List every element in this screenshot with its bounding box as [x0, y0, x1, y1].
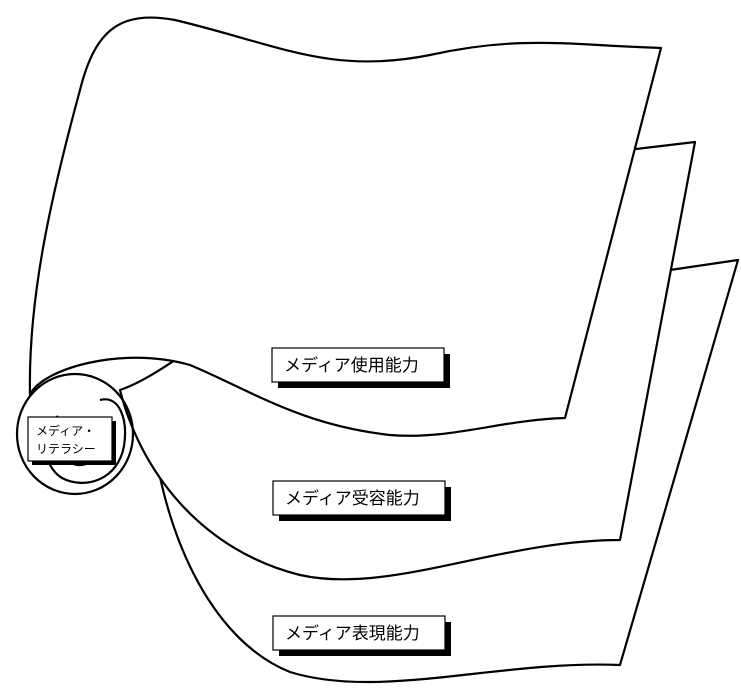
- label-core-line1: メディア・: [36, 423, 95, 438]
- label-reception-box: メディア受容能力: [272, 480, 451, 521]
- label-core: メディア・ リテラシー: [27, 416, 116, 465]
- label-expression-box: メディア表現能力: [272, 615, 451, 656]
- label-expression: メディア表現能力: [285, 623, 420, 644]
- label-reception: メディア受容能力: [285, 488, 420, 509]
- label-usage: メディア使用能力: [284, 355, 419, 376]
- label-usage-box: メディア使用能力: [271, 347, 450, 388]
- label-core-line2: リテラシー: [36, 442, 96, 456]
- scroll-outer-ring: [15, 372, 135, 496]
- sheet-usage: [28, 16, 663, 437]
